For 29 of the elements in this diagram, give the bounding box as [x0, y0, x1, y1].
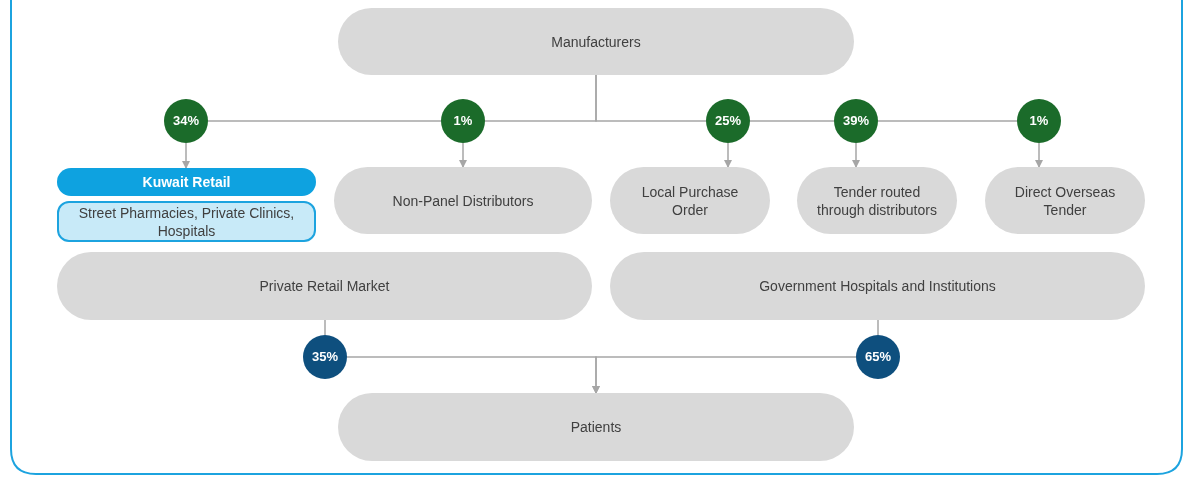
percentage-circle: 65%	[856, 335, 900, 379]
connector-line	[324, 319, 326, 336]
arrow	[1035, 142, 1043, 168]
connector-line	[207, 120, 442, 122]
arrow	[182, 142, 190, 169]
connector-line	[749, 120, 835, 122]
arrow	[852, 142, 860, 168]
percentage-circle: 39%	[834, 99, 878, 143]
connector-line	[877, 120, 1018, 122]
process-pill: Direct Overseas Tender	[985, 167, 1145, 234]
process-pill: Tender routed through distributors	[797, 167, 957, 234]
percentage-circle: 34%	[164, 99, 208, 143]
arrow	[724, 142, 732, 168]
process-pill: Patients	[338, 393, 854, 461]
process-pill: Private Retail Market	[57, 252, 592, 320]
header-bar: Kuwait Retail	[57, 168, 316, 196]
connector-line	[595, 74, 707, 122]
arrow	[592, 356, 857, 394]
process-pill: Government Hospitals and Institutions	[610, 252, 1145, 320]
percentage-circle: 25%	[706, 99, 750, 143]
process-pill: Local Purchase Order	[610, 167, 770, 234]
percentage-circle: 1%	[441, 99, 485, 143]
process-pill: Non-Panel Distributors	[334, 167, 592, 234]
arrow	[459, 142, 467, 168]
percentage-circle: 1%	[1017, 99, 1061, 143]
percentage-circle: 35%	[303, 335, 347, 379]
connector-line	[877, 319, 879, 336]
process-pill: Manufacturers	[338, 8, 854, 75]
detail-box: Street Pharmacies, Private Clinics, Hospitals	[57, 201, 316, 242]
